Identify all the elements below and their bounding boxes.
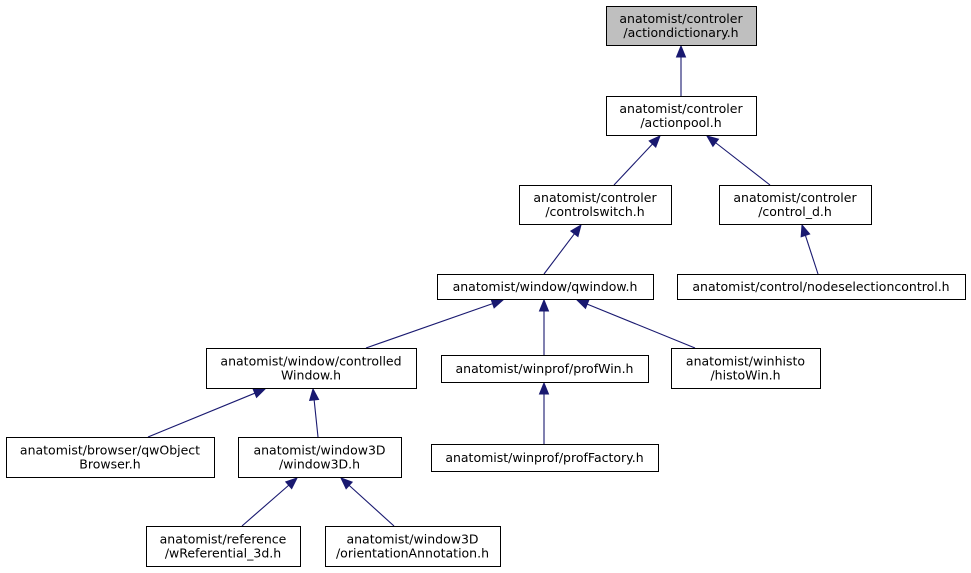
node-label-line: anatomist/controler <box>619 101 743 116</box>
node-label-line: anatomist/controler <box>533 190 657 205</box>
edge-qwobjectbrowser-to-controlledwindow <box>147 388 267 438</box>
node-window3d[interactable]: anatomist/window3D/window3D.h <box>238 437 402 478</box>
node-label-line: anatomist/window3D <box>253 443 385 458</box>
node-label-line: /orientationAnnotation.h <box>336 546 489 561</box>
node-box[interactable] <box>206 348 417 389</box>
node-label-line: anatomist/browser/qwObject <box>20 443 200 458</box>
edge-control_d-to-actionpool <box>705 135 771 186</box>
node-box[interactable] <box>441 355 649 383</box>
node-nodeselectioncontrol[interactable]: anatomist/control/nodeselectioncontrol.h <box>677 274 966 300</box>
node-wreferential3d[interactable]: anatomist/reference/wReferential_3d.h <box>146 526 301 567</box>
edge-line <box>365 303 493 349</box>
arrowhead-icon <box>340 477 354 490</box>
edge-wreferential3d-to-window3d <box>241 477 298 527</box>
node-label-line: /actionpool.h <box>640 115 721 130</box>
arrowhead-icon <box>705 135 720 148</box>
node-label-line: anatomist/window3D <box>346 532 478 547</box>
node-label-line: anatomist/reference <box>160 532 287 547</box>
node-box[interactable] <box>6 437 215 478</box>
arrowhead-icon <box>284 477 298 490</box>
node-label-line: /actiondictionary.h <box>623 25 738 40</box>
node-box[interactable] <box>671 348 821 389</box>
node-label-line: /control_d.h <box>758 204 832 219</box>
edge-profwin-to-qwindow <box>538 298 550 355</box>
node-controlswitch[interactable]: anatomist/controler/controlswitch.h <box>519 185 672 225</box>
node-box[interactable] <box>719 185 872 225</box>
edge-line <box>715 142 771 186</box>
node-box[interactable] <box>437 274 654 300</box>
edge-controlswitch-to-actionpool <box>613 135 661 186</box>
arrowhead-icon <box>538 298 550 312</box>
edge-qwindow-to-controlswitch <box>543 223 582 275</box>
arrowhead-icon <box>800 223 811 238</box>
edge-line <box>313 399 319 438</box>
edge-line <box>613 143 653 186</box>
node-box[interactable] <box>238 437 402 478</box>
arrowhead-icon <box>538 381 550 395</box>
node-box[interactable] <box>146 526 301 567</box>
arrowhead-icon <box>308 387 320 401</box>
edge-line <box>543 233 575 275</box>
edge-proffactory-to-profwin <box>538 381 550 444</box>
node-label-line: anatomist/window/qwindow.h <box>453 279 638 294</box>
node-label-line: anatomist/winprof/profWin.h <box>456 361 634 376</box>
edge-line <box>348 484 395 527</box>
arrowhead-icon <box>569 223 582 238</box>
node-box[interactable] <box>519 185 672 225</box>
node-actiondictionary[interactable]: anatomist/controler/actiondictionary.h <box>606 6 757 46</box>
arrowhead-icon <box>675 44 687 58</box>
node-label-line: anatomist/control/nodeselectioncontrol.h <box>692 279 949 294</box>
node-box[interactable] <box>677 274 966 300</box>
node-label-line: Browser.h <box>79 457 140 472</box>
arrowhead-icon <box>648 135 661 148</box>
node-box[interactable] <box>325 526 501 567</box>
node-box[interactable] <box>606 6 757 46</box>
node-label-line: anatomist/controler <box>733 190 857 205</box>
edge-line <box>804 235 819 275</box>
edge-controlledwindow-to-qwindow <box>365 298 505 349</box>
node-qwindow[interactable]: anatomist/window/qwindow.h <box>437 274 654 300</box>
node-control_d[interactable]: anatomist/controler/control_d.h <box>719 185 872 225</box>
edge-line <box>586 303 696 349</box>
arrowhead-icon <box>490 298 505 309</box>
node-label-line: /controlswitch.h <box>545 204 644 219</box>
edge-line <box>241 484 290 527</box>
node-label-line: anatomist/winhisto <box>686 354 805 369</box>
edge-orientationannotation-to-window3d <box>340 477 395 527</box>
edge-histowin-to-qwindow <box>575 299 696 349</box>
edge-line <box>147 392 256 438</box>
node-label-line: anatomist/winprof/profFactory.h <box>445 450 643 465</box>
node-proffactory[interactable]: anatomist/winprof/profFactory.h <box>431 444 659 472</box>
node-profwin[interactable]: anatomist/winprof/profWin.h <box>441 355 649 383</box>
node-label-line: /histoWin.h <box>710 368 780 383</box>
node-box[interactable] <box>606 96 757 136</box>
edge-window3d-to-controlledwindow <box>308 387 320 438</box>
arrowhead-icon <box>252 388 267 399</box>
node-label-line: /wReferential_3d.h <box>165 546 281 561</box>
node-label-line: Window.h <box>281 368 341 383</box>
node-label-line: anatomist/window/controlled <box>220 354 401 369</box>
node-orientationannotation[interactable]: anatomist/window3D/orientationAnnotation… <box>325 526 501 567</box>
node-box[interactable] <box>431 444 659 472</box>
node-histowin[interactable]: anatomist/winhisto/histoWin.h <box>671 348 821 389</box>
node-label-line: /window3D.h <box>279 457 360 472</box>
node-label-line: anatomist/controler <box>619 11 743 26</box>
edge-nodeselectioncontrol-to-control_d <box>800 223 819 275</box>
edge-actionpool-to-actiondictionary <box>675 44 687 96</box>
node-actionpool[interactable]: anatomist/controler/actionpool.h <box>606 96 757 136</box>
arrowhead-icon <box>575 299 590 310</box>
